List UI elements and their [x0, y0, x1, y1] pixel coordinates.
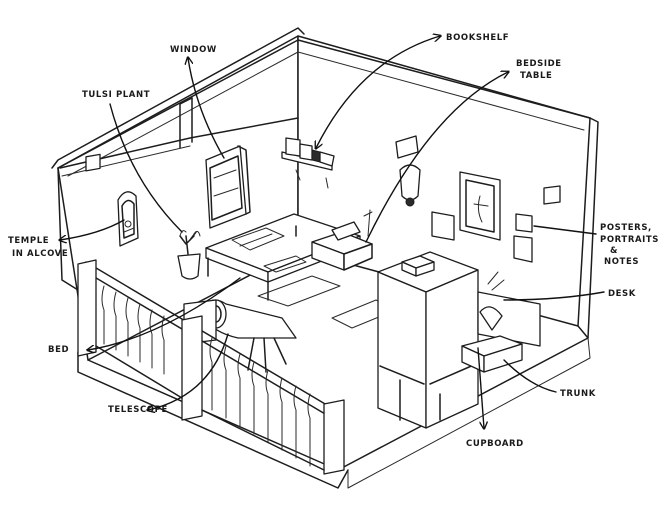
window	[205, 145, 251, 229]
label-cupboard: CUPBOARD	[466, 439, 524, 449]
label-bed: BED	[48, 345, 69, 355]
svg-text:TELESCOPE: TELESCOPE	[108, 405, 168, 415]
arrow-cupboard	[477, 347, 484, 428]
svg-text:CUPBOARD: CUPBOARD	[466, 439, 524, 449]
svg-text:NOTES: NOTES	[604, 257, 639, 267]
arrow-bedside-table	[365, 72, 508, 243]
arrow-temple	[60, 219, 125, 240]
svg-text:POSTERS,: POSTERS,	[600, 223, 652, 233]
wall-portraits	[395, 135, 561, 263]
svg-text:TULSI PLANT: TULSI PLANT	[82, 90, 150, 100]
label-desk: DESK	[608, 289, 636, 299]
svg-text:IN ALCOVE: IN ALCOVE	[12, 249, 68, 259]
temple-alcove	[117, 191, 139, 247]
trunk	[461, 335, 523, 373]
cupboard	[377, 251, 479, 429]
arrow-desk	[503, 291, 605, 301]
tulsi-plant	[177, 230, 201, 280]
label-tulsi-plant: TULSI PLANT	[82, 90, 150, 100]
label-temple-in-alcove: TEMPLE IN ALCOVE	[8, 236, 68, 259]
label-telescope: TELESCOPE	[108, 405, 168, 415]
svg-text:&: &	[610, 246, 618, 256]
arrow-trunk	[503, 359, 557, 393]
svg-text:BOOKSHELF: BOOKSHELF	[446, 33, 509, 43]
svg-text:TABLE: TABLE	[520, 71, 552, 81]
label-window: WINDOW	[170, 45, 217, 55]
ceiling-beams	[59, 97, 299, 177]
svg-text:BEDSIDE: BEDSIDE	[516, 59, 562, 69]
label-bedside-table: BEDSIDE TABLE	[516, 59, 562, 81]
svg-text:TEMPLE: TEMPLE	[8, 236, 49, 246]
label-bookshelf: BOOKSHELF	[446, 33, 509, 43]
arrow-posters	[533, 225, 597, 235]
bed	[205, 209, 373, 301]
balustrade	[77, 259, 345, 475]
arrow-window	[188, 58, 225, 159]
svg-text:PORTRAITS: PORTRAITS	[600, 235, 659, 245]
svg-text:DESK: DESK	[608, 289, 636, 299]
label-posters-portraits-notes: POSTERS, PORTRAITS & NOTES	[600, 223, 659, 267]
label-trunk: TRUNK	[560, 389, 596, 399]
arrow-bed	[88, 277, 241, 350]
svg-text:BED: BED	[48, 345, 69, 355]
svg-text:TRUNK: TRUNK	[560, 389, 596, 399]
arrow-bookshelf	[316, 36, 440, 148]
desk	[477, 271, 541, 347]
svg-text:WINDOW: WINDOW	[170, 45, 217, 55]
arrow-tulsi-plant	[109, 103, 183, 233]
callout-arrows	[60, 36, 605, 428]
bookshelf	[281, 137, 335, 189]
arrow-telescope	[148, 333, 229, 410]
